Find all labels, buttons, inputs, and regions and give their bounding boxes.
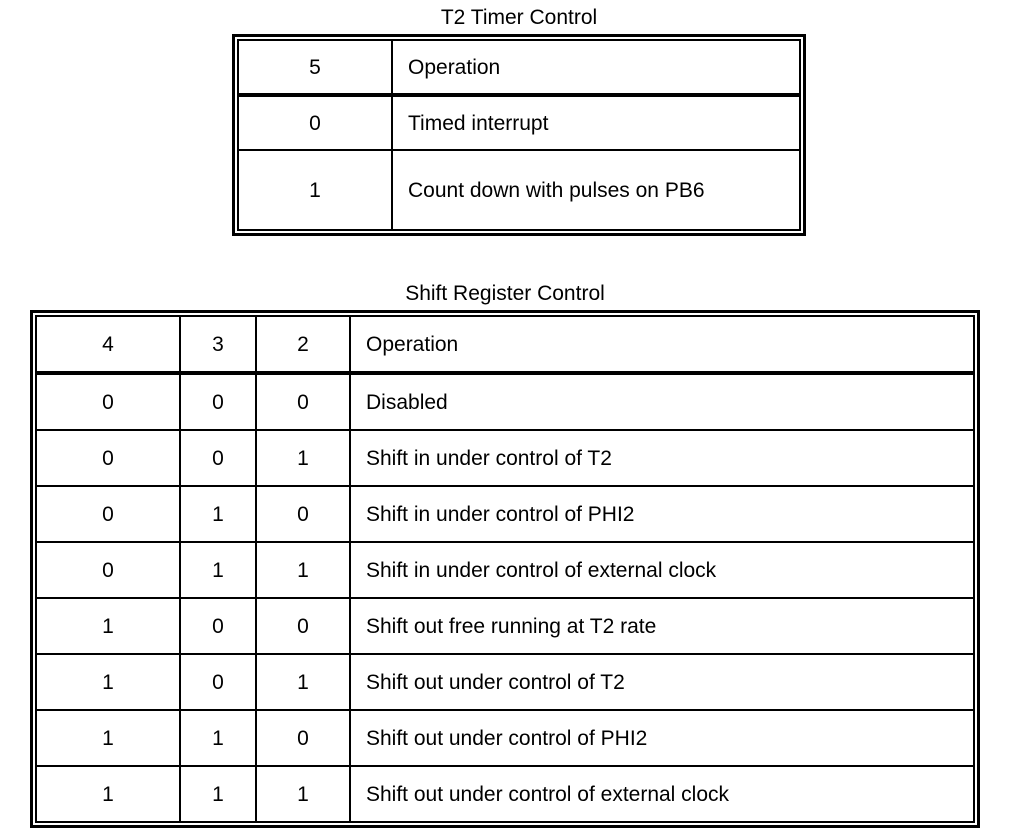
table-row: 0 Timed interrupt — [237, 94, 801, 151]
shift-register-control-frame: 4 3 2 Operation 0 0 0 Disabled 0 0 1 Shi… — [30, 310, 980, 828]
shift-register-control-table: 4 3 2 Operation 0 0 0 Disabled 0 0 1 Shi… — [35, 315, 975, 823]
table-row: 1 0 1 Shift out under control of T2 — [35, 653, 975, 711]
t2-row-operation: Timed interrupt — [391, 94, 801, 151]
sr-row-bit2: 0 — [255, 597, 351, 655]
t2-timer-control-title: T2 Timer Control — [440, 6, 598, 29]
t2-row-bit: 1 — [237, 149, 393, 231]
table-row: 0 0 1 Shift in under control of T2 — [35, 429, 975, 487]
table-row: 0 1 0 Shift in under control of PHI2 — [35, 485, 975, 543]
table-header-row: 5 Operation — [237, 39, 801, 97]
sr-row-operation: Shift out under control of external cloc… — [349, 765, 975, 823]
sr-row-bit3: 0 — [179, 429, 257, 487]
sr-header-bit3: 3 — [179, 315, 257, 375]
sr-row-operation: Disabled — [349, 372, 975, 431]
sr-row-bit4: 0 — [35, 372, 181, 431]
sr-row-bit3: 1 — [179, 541, 257, 599]
sr-row-bit4: 1 — [35, 765, 181, 823]
sr-row-operation: Shift in under control of T2 — [349, 429, 975, 487]
shift-register-control-block: Shift Register Control 4 3 2 Operation 0… — [30, 282, 980, 828]
sr-row-bit3: 0 — [179, 372, 257, 431]
table-header-row: 4 3 2 Operation — [35, 315, 975, 375]
t2-row-operation: Count down with pulses on PB6 — [391, 149, 801, 231]
sr-row-bit4: 1 — [35, 709, 181, 767]
t2-header-bit: 5 — [237, 39, 393, 97]
table-row: 1 1 1 Shift out under control of externa… — [35, 765, 975, 823]
sr-row-operation: Shift out under control of T2 — [349, 653, 975, 711]
table-row: 1 0 0 Shift out free running at T2 rate — [35, 597, 975, 655]
sr-header-bit2: 2 — [255, 315, 351, 375]
sr-header-operation: Operation — [349, 315, 975, 375]
sr-row-bit2: 1 — [255, 541, 351, 599]
sr-row-operation: Shift in under control of PHI2 — [349, 485, 975, 543]
sr-header-bit4: 4 — [35, 315, 181, 375]
sr-row-bit2: 0 — [255, 485, 351, 543]
t2-timer-control-frame: 5 Operation 0 Timed interrupt 1 Count do… — [232, 34, 806, 236]
sr-row-operation: Shift out under control of PHI2 — [349, 709, 975, 767]
sr-row-bit4: 1 — [35, 597, 181, 655]
t2-timer-control-table: 5 Operation 0 Timed interrupt 1 Count do… — [237, 39, 801, 231]
table-row: 0 0 0 Disabled — [35, 372, 975, 431]
table-row: 0 1 1 Shift in under control of external… — [35, 541, 975, 599]
sr-row-bit4: 0 — [35, 541, 181, 599]
sr-row-bit2: 1 — [255, 765, 351, 823]
t2-header-operation: Operation — [391, 39, 801, 97]
table-row: 1 1 0 Shift out under control of PHI2 — [35, 709, 975, 767]
t2-timer-control-block: T2 Timer Control 5 Operation 0 Timed int… — [232, 6, 806, 236]
sr-row-bit4: 0 — [35, 485, 181, 543]
sr-row-bit3: 1 — [179, 709, 257, 767]
sr-row-bit3: 0 — [179, 653, 257, 711]
shift-register-control-title: Shift Register Control — [405, 282, 605, 305]
sr-row-bit3: 1 — [179, 485, 257, 543]
sr-row-bit4: 0 — [35, 429, 181, 487]
sr-row-operation: Shift in under control of external clock — [349, 541, 975, 599]
sr-row-bit2: 1 — [255, 653, 351, 711]
table-row: 1 Count down with pulses on PB6 — [237, 149, 801, 231]
sr-row-bit2: 0 — [255, 709, 351, 767]
sr-row-operation: Shift out free running at T2 rate — [349, 597, 975, 655]
sr-row-bit3: 1 — [179, 765, 257, 823]
sr-row-bit2: 0 — [255, 372, 351, 431]
sr-row-bit3: 0 — [179, 597, 257, 655]
sr-row-bit2: 1 — [255, 429, 351, 487]
sr-row-bit4: 1 — [35, 653, 181, 711]
t2-row-bit: 0 — [237, 94, 393, 151]
